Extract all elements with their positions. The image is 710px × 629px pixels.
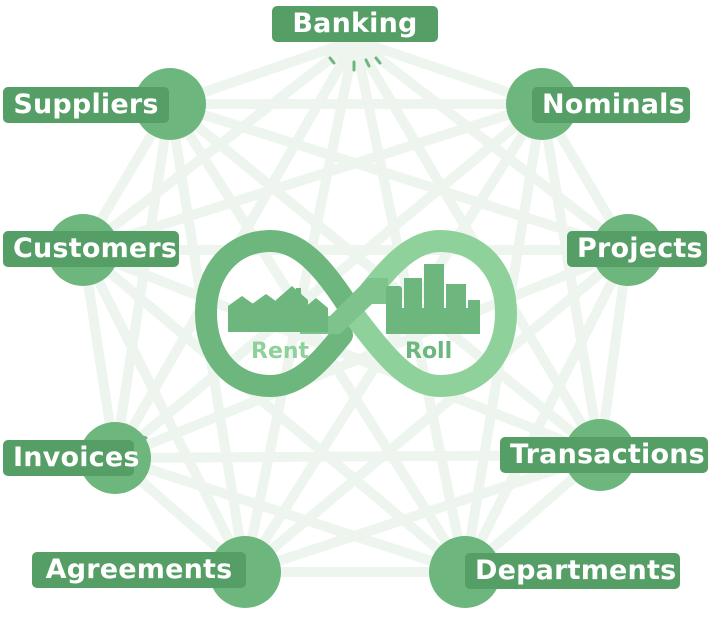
logo-left-loop — [194, 229, 367, 398]
connection-line — [110, 103, 175, 459]
node-label-transactions[interactable]: Transactions — [500, 437, 708, 473]
node-label-departments[interactable]: Departments — [465, 553, 680, 589]
rentroll-logo: Rent Roll — [194, 229, 518, 398]
node-label-suppliers[interactable]: Suppliers — [3, 87, 169, 123]
connection-line — [79, 246, 469, 576]
node-label-banking[interactable]: Banking — [272, 6, 438, 42]
connection-line — [78, 247, 250, 575]
node-label-nominals[interactable]: Nominals — [532, 87, 690, 123]
logo-right-loop — [345, 229, 518, 398]
node-label-customers[interactable]: Customers — [3, 231, 179, 267]
connection-line — [537, 103, 605, 456]
node-label-agreements[interactable]: Agreements — [32, 552, 246, 588]
logo-word-rent: Rent — [251, 339, 310, 364]
connection-line — [81, 99, 544, 255]
connection-line — [168, 99, 630, 255]
connection-line — [240, 101, 547, 575]
connection-line — [113, 453, 467, 577]
node-label-invoices[interactable]: Invoices — [3, 440, 139, 476]
accent-ticks — [124, 56, 382, 468]
buildings-icon — [386, 264, 480, 334]
connection-line — [165, 101, 470, 575]
houses-icon — [228, 286, 328, 332]
node-label-projects[interactable]: Projects — [567, 231, 707, 267]
logo-word-roll: Roll — [405, 339, 452, 364]
